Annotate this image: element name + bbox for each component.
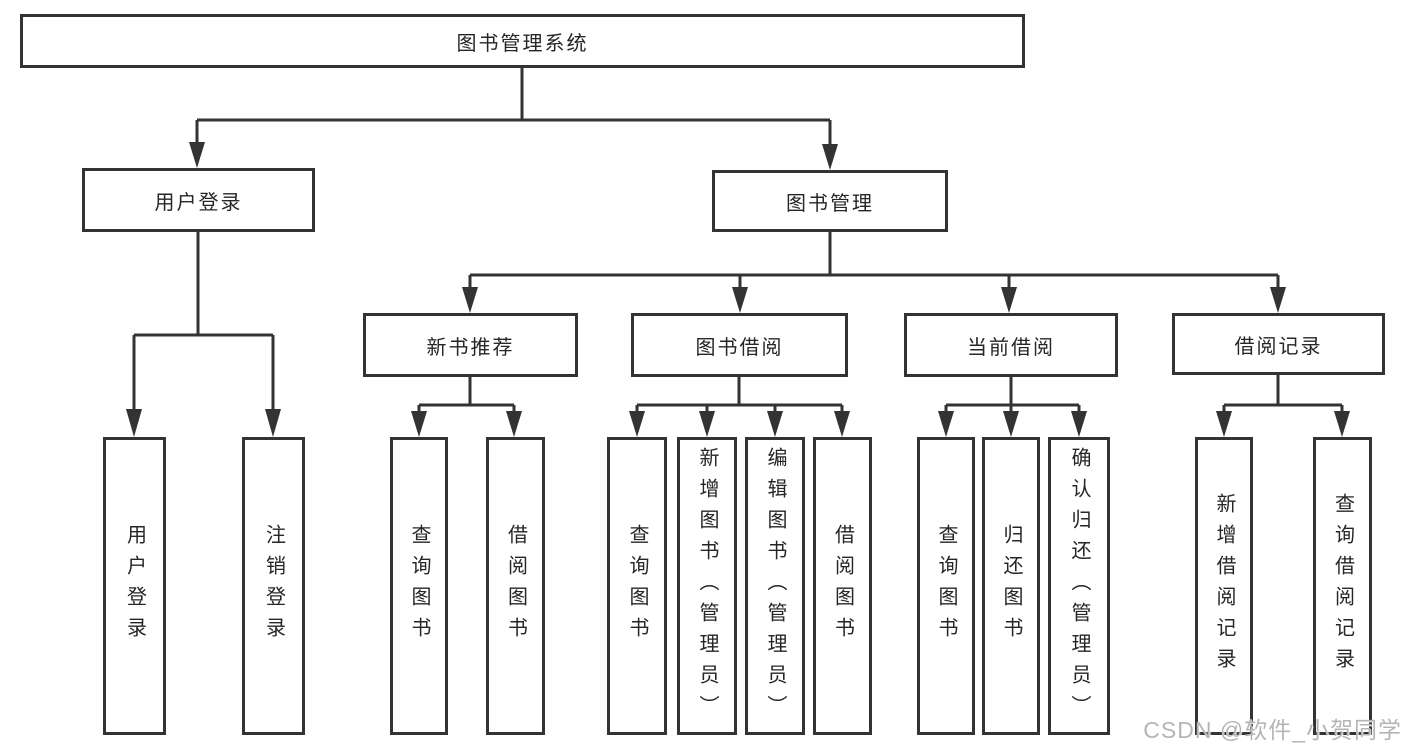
connector-book-borrow <box>629 377 850 437</box>
node-label: 编辑图书（管理员） <box>764 446 786 726</box>
node-label: 归还图书 <box>1000 524 1022 648</box>
node-label: 查询借阅记录 <box>1331 493 1354 679</box>
watermark: CSDN @软件_小贺同学 <box>1143 717 1402 743</box>
connector-borrow-records <box>1216 375 1350 437</box>
node-leaf-return-books: 归还图书 <box>982 437 1040 735</box>
node-user-login: 用户登录 <box>82 168 315 232</box>
node-label: 新增借阅记录 <box>1213 493 1235 679</box>
node-leaf-user-login: 用户登录 <box>103 437 166 735</box>
connector-book-management <box>462 232 1286 313</box>
node-label: 新书推荐 <box>426 336 515 359</box>
node-label: 查询图书 <box>408 524 430 648</box>
node-leaf-query-books-borrow: 查询图书 <box>607 437 667 735</box>
node-leaf-edit-books-admin: 编辑图书（管理员） <box>745 437 805 735</box>
node-label: 借阅记录 <box>1234 335 1323 358</box>
node-label: 用户登录 <box>154 191 243 214</box>
node-leaf-borrow-books-borrow: 借阅图书 <box>813 437 872 735</box>
node-leaf-logout-login: 注销登录 <box>242 437 305 735</box>
node-current-borrow: 当前借阅 <box>904 313 1118 377</box>
node-leaf-query-books-current: 查询图书 <box>917 437 975 735</box>
node-label: 图书管理系统 <box>456 32 589 55</box>
node-leaf-add-books-admin: 新增图书（管理员） <box>677 437 737 735</box>
node-label: 查询图书 <box>935 524 957 648</box>
node-label: 查询图书 <box>626 524 648 648</box>
node-label: 用户登录 <box>123 524 146 648</box>
node-leaf-add-borrow-record: 新增借阅记录 <box>1195 437 1253 735</box>
node-label: 当前借阅 <box>967 336 1055 359</box>
node-leaf-query-books-recommend: 查询图书 <box>390 437 448 735</box>
connector-root <box>189 68 838 170</box>
node-leaf-confirm-return-admin: 确认归还（管理员） <box>1048 437 1110 735</box>
node-borrow-records: 借阅记录 <box>1172 313 1385 375</box>
node-leaf-query-borrow-record: 查询借阅记录 <box>1313 437 1372 735</box>
node-label: 新增图书（管理员） <box>696 446 718 726</box>
node-new-book-recommend: 新书推荐 <box>363 313 578 377</box>
node-book-management: 图书管理 <box>712 170 948 232</box>
node-leaf-borrow-books-recommend: 借阅图书 <box>486 437 545 735</box>
connector-user-login <box>126 232 281 437</box>
node-label: 借阅图书 <box>831 524 854 648</box>
node-label: 图书管理 <box>786 192 874 215</box>
node-label: 图书借阅 <box>695 336 784 359</box>
node-label: 借阅图书 <box>504 524 527 648</box>
connector-current-borrow <box>938 377 1087 437</box>
node-book-borrow: 图书借阅 <box>631 313 848 377</box>
node-label: 确认归还（管理员） <box>1068 446 1090 726</box>
node-label: 注销登录 <box>262 524 285 648</box>
node-root: 图书管理系统 <box>20 14 1025 68</box>
connector-new-book-recommend <box>411 377 522 437</box>
